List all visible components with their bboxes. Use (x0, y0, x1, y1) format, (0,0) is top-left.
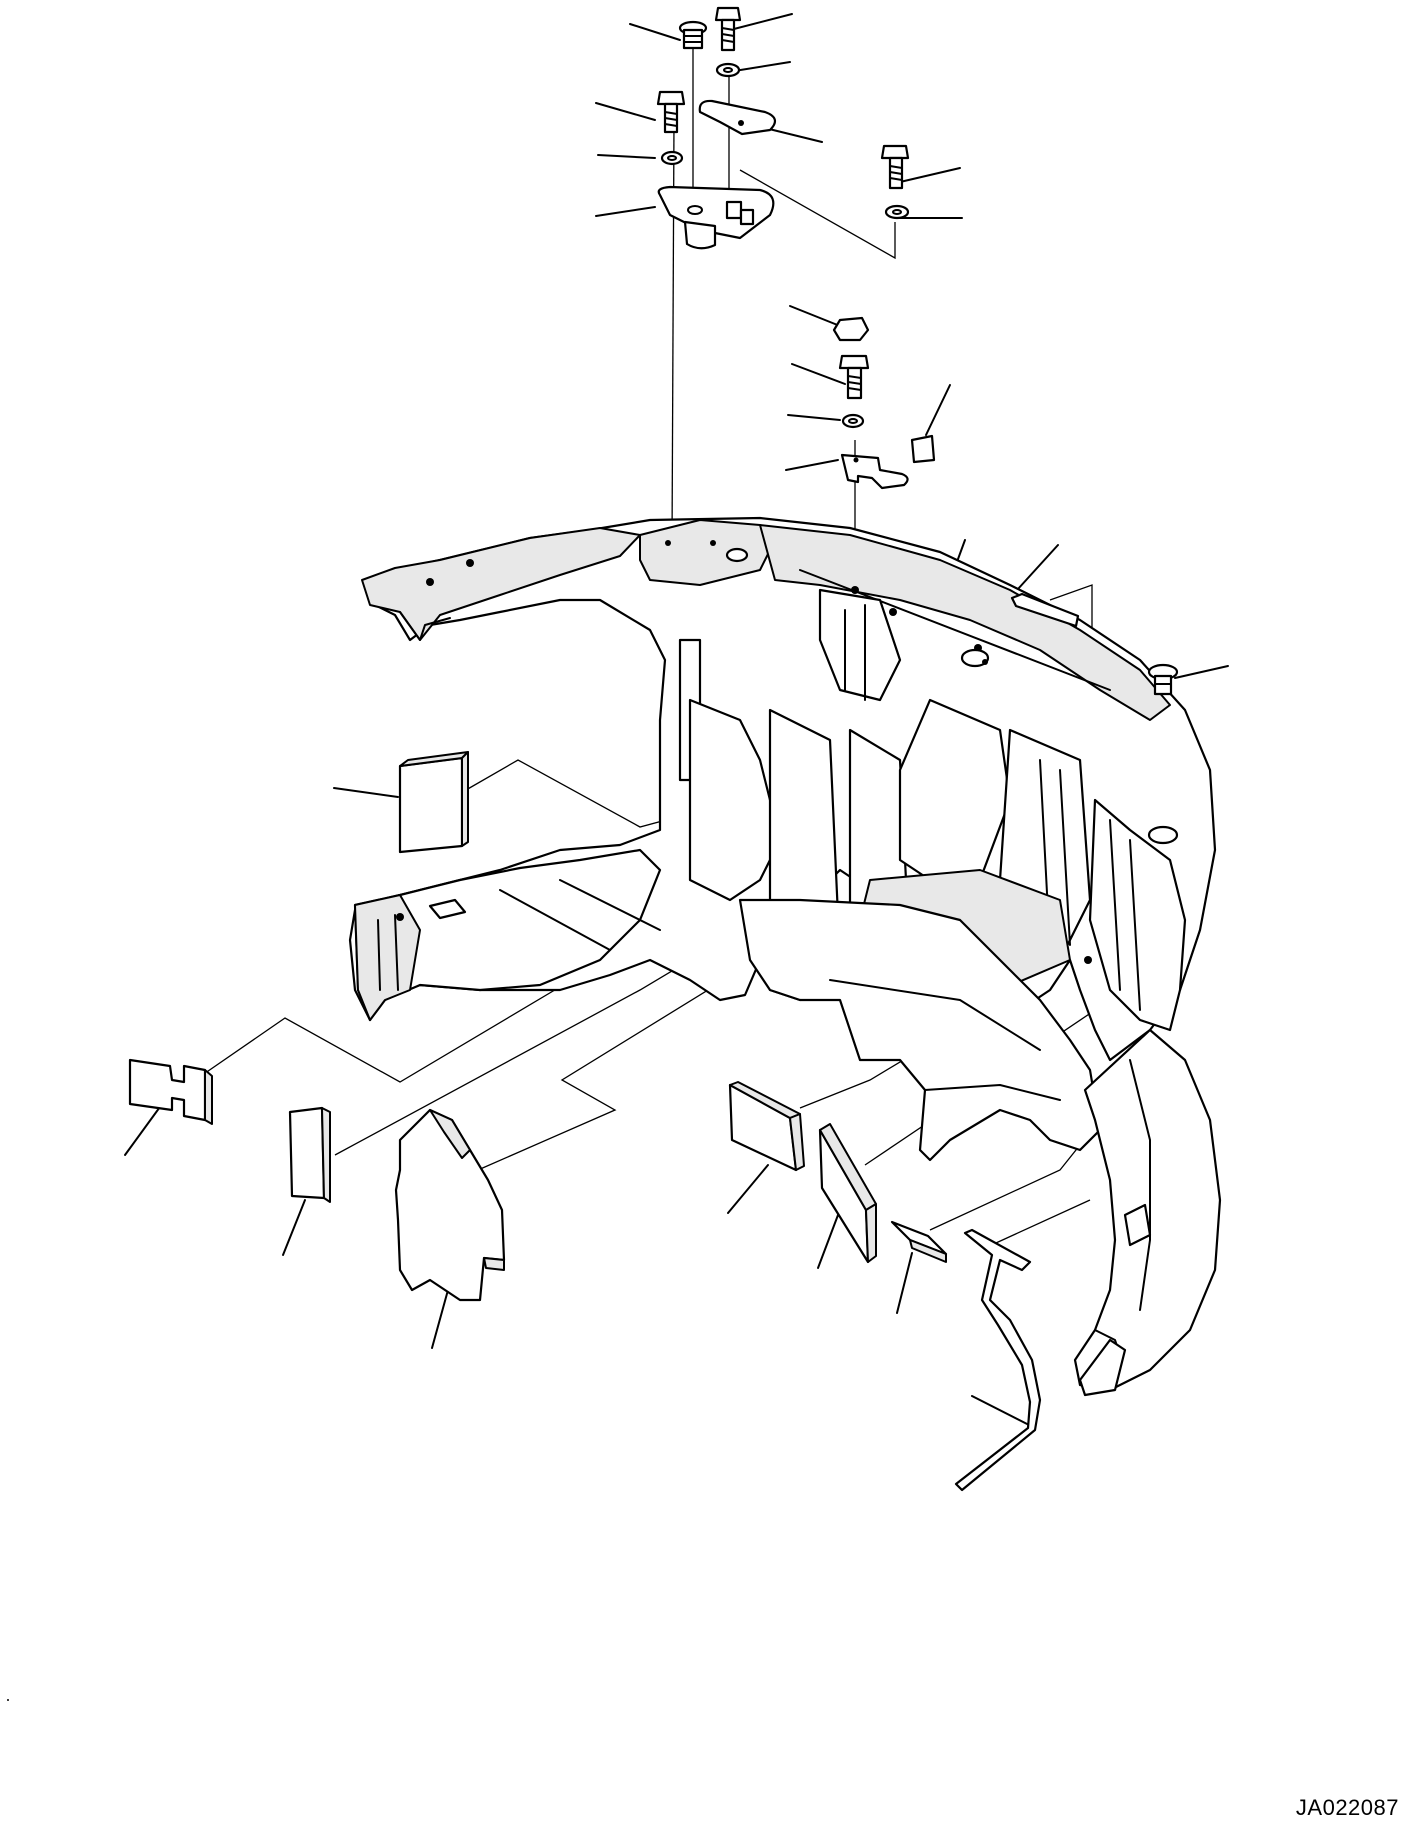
edge-mark (7, 1699, 9, 1701)
rubber-pad-icon (910, 434, 936, 464)
notched-pad-icon (128, 1058, 213, 1125)
spacer-strip-icon (1010, 592, 1080, 628)
shaped-sponge-icon (394, 1108, 506, 1302)
hex-bolt-icon (656, 90, 686, 134)
strip-pad-icon (288, 1106, 331, 1203)
washer-icon (715, 62, 741, 78)
leader-lines (124, 13, 1229, 1429)
washer-icon (884, 204, 910, 220)
drawing-reference-code: JA022087 (1295, 1795, 1399, 1820)
mid-bracket-group (832, 316, 936, 490)
top-bracket-group (656, 6, 910, 250)
hex-nut-icon (832, 316, 870, 342)
flange-bolt-icon (1147, 663, 1179, 696)
bracket-plate-icon (657, 185, 775, 250)
hex-bolt-icon (880, 144, 910, 190)
seal-strip-icon (954, 1228, 1042, 1492)
washer-icon (841, 413, 865, 429)
main-frame (348, 516, 1222, 1397)
hex-bolt-icon (838, 354, 870, 400)
sponge-block-icon (398, 751, 469, 854)
hex-bolt-icon (714, 6, 742, 52)
small-pad-icon (890, 1220, 948, 1263)
flat-pad-icon (818, 1123, 877, 1264)
lock-plate-icon (698, 99, 777, 136)
flat-pad-icon (728, 1081, 805, 1172)
flange-bolt-icon (678, 20, 708, 50)
washer-icon (660, 150, 684, 166)
clamp-bracket-icon (840, 453, 909, 490)
